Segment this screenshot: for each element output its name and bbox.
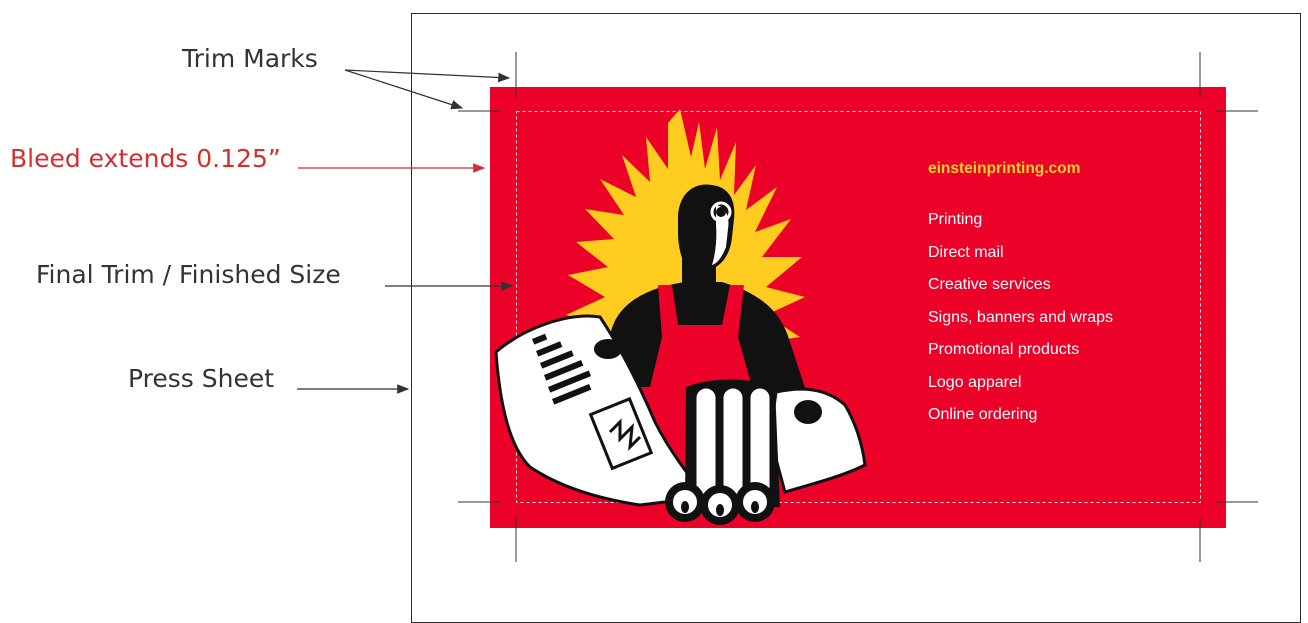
annotation-overlay — [0, 0, 1308, 609]
trim-marks-label: Trim Marks — [182, 44, 318, 74]
trim-marks-arrow — [345, 70, 509, 78]
press-sheet-label: Press Sheet — [128, 364, 274, 394]
bleed-label: Bleed extends 0.125” — [10, 144, 281, 174]
final-trim-label: Final Trim / Finished Size — [36, 260, 341, 290]
trim-marks — [458, 52, 1258, 562]
trim-marks-arrow — [345, 70, 462, 108]
